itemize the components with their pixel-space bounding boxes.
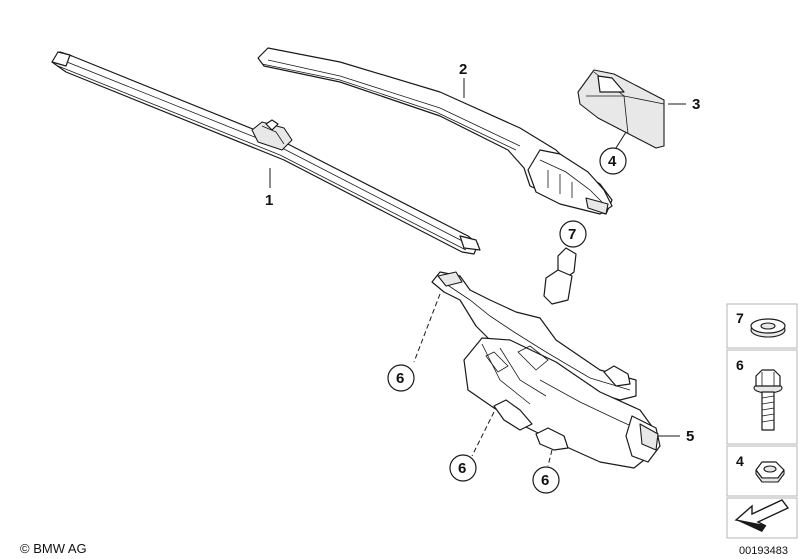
callout-3: 3 — [692, 96, 700, 113]
dashed-leader-6c — [547, 449, 553, 467]
arm-cap — [577, 69, 665, 149]
wiper-motor — [431, 247, 661, 469]
side-label-7: 7 — [736, 310, 744, 326]
grommet-icon — [750, 318, 786, 338]
callout-7: 7 — [568, 226, 576, 243]
callout-circle-4 — [599, 147, 627, 175]
direction-arrow-icon — [734, 499, 790, 532]
callout-1: 1 — [265, 192, 273, 209]
nut-icon — [755, 461, 785, 483]
leader-4 — [615, 131, 627, 149]
side-panel: 7 6 4 — [726, 303, 798, 539]
dashed-leader-6a — [413, 293, 441, 363]
callout-6a: 6 — [396, 370, 404, 387]
callout-6c: 6 — [541, 472, 549, 489]
callout-circle-6c — [532, 466, 560, 494]
callout-circle-6b — [449, 454, 477, 482]
callout-5: 5 — [686, 428, 694, 445]
callout-2: 2 — [459, 61, 467, 78]
wiper-arm — [257, 47, 613, 215]
document-number: 00193483 — [739, 545, 788, 557]
side-label-6: 6 — [736, 357, 744, 373]
bolt-icon — [753, 369, 783, 431]
callout-6b: 6 — [458, 460, 466, 477]
callout-circle-7 — [559, 220, 587, 248]
copyright-text: © BMW AG — [20, 541, 87, 556]
callout-circle-6a — [387, 364, 415, 392]
callout-4: 4 — [608, 153, 617, 170]
wiper-blade — [51, 51, 481, 255]
side-label-4: 4 — [736, 453, 744, 469]
dashed-leader-6b — [471, 411, 495, 457]
